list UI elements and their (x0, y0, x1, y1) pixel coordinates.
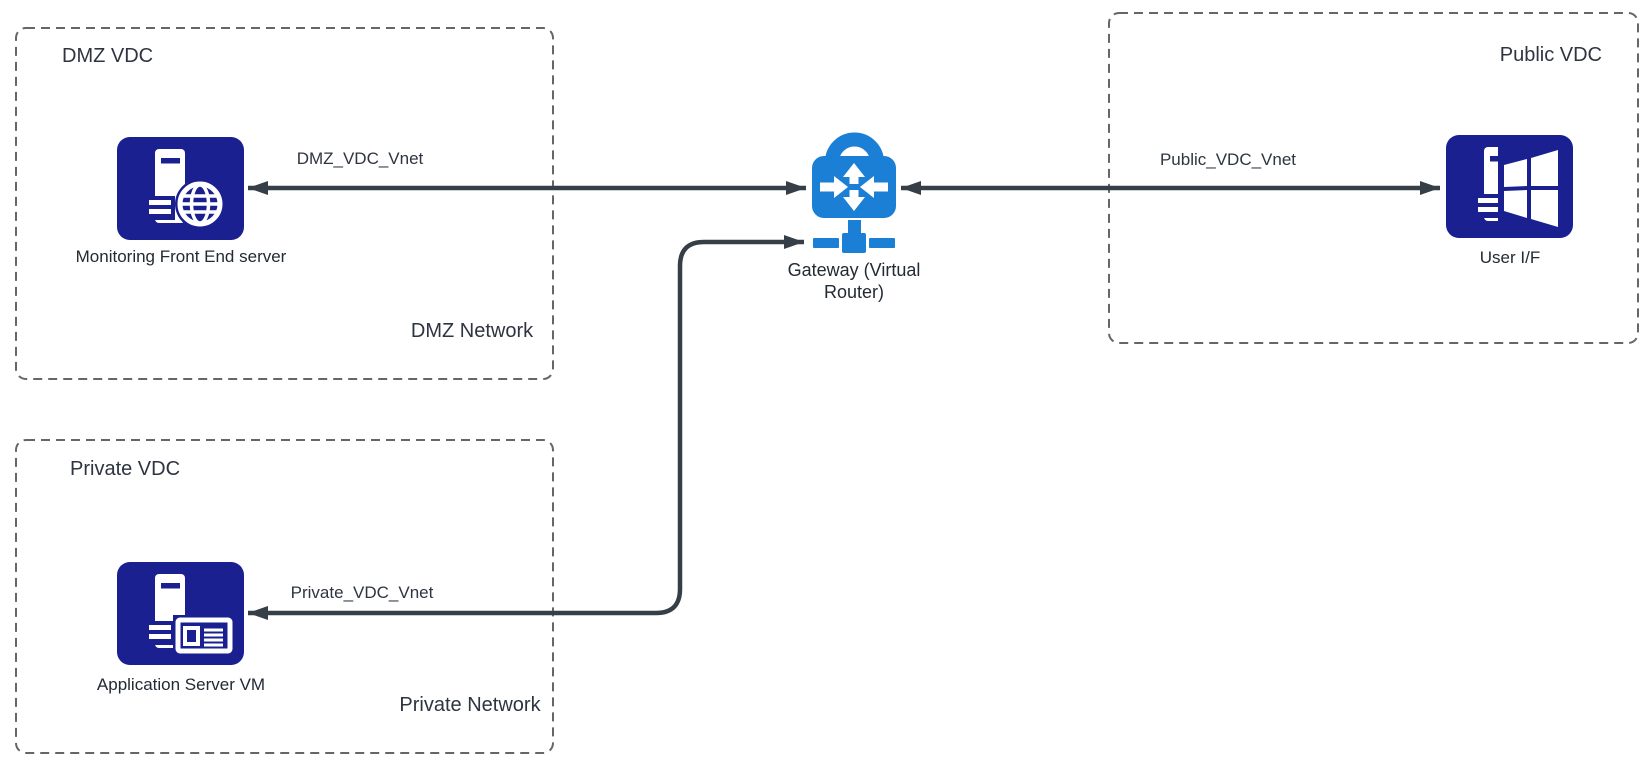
zone-dmz-box (15, 27, 554, 380)
monitoring-node-label: Monitoring Front End server (75, 247, 287, 266)
zone-title-public: Public VDC (1499, 44, 1602, 66)
dmz-vnet-label: DMZ_VDC_Vnet (296, 149, 424, 168)
user-if-node-label: User I/F (1479, 248, 1541, 267)
public-vnet-label: Public_VDC_Vnet (1159, 150, 1297, 169)
app-server-node-label: Application Server VM (96, 675, 266, 694)
web-server-icon (117, 137, 244, 240)
network-label-dmz: DMZ Network (410, 320, 534, 342)
vm-server-icon (117, 562, 244, 665)
network-label-private: Private Network (399, 694, 541, 716)
private-vnet-connector (248, 235, 804, 620)
windows-server-icon (1446, 135, 1573, 238)
gateway-node-label: Gateway (Virtual Router) (787, 260, 921, 302)
zone-title-private: Private VDC (70, 458, 181, 480)
gateway-lock-router-icon (812, 132, 896, 253)
zone-title-dmz: DMZ VDC (62, 45, 154, 67)
private-vnet-label: Private_VDC_Vnet (290, 583, 434, 602)
zone-public-box (1108, 12, 1639, 344)
